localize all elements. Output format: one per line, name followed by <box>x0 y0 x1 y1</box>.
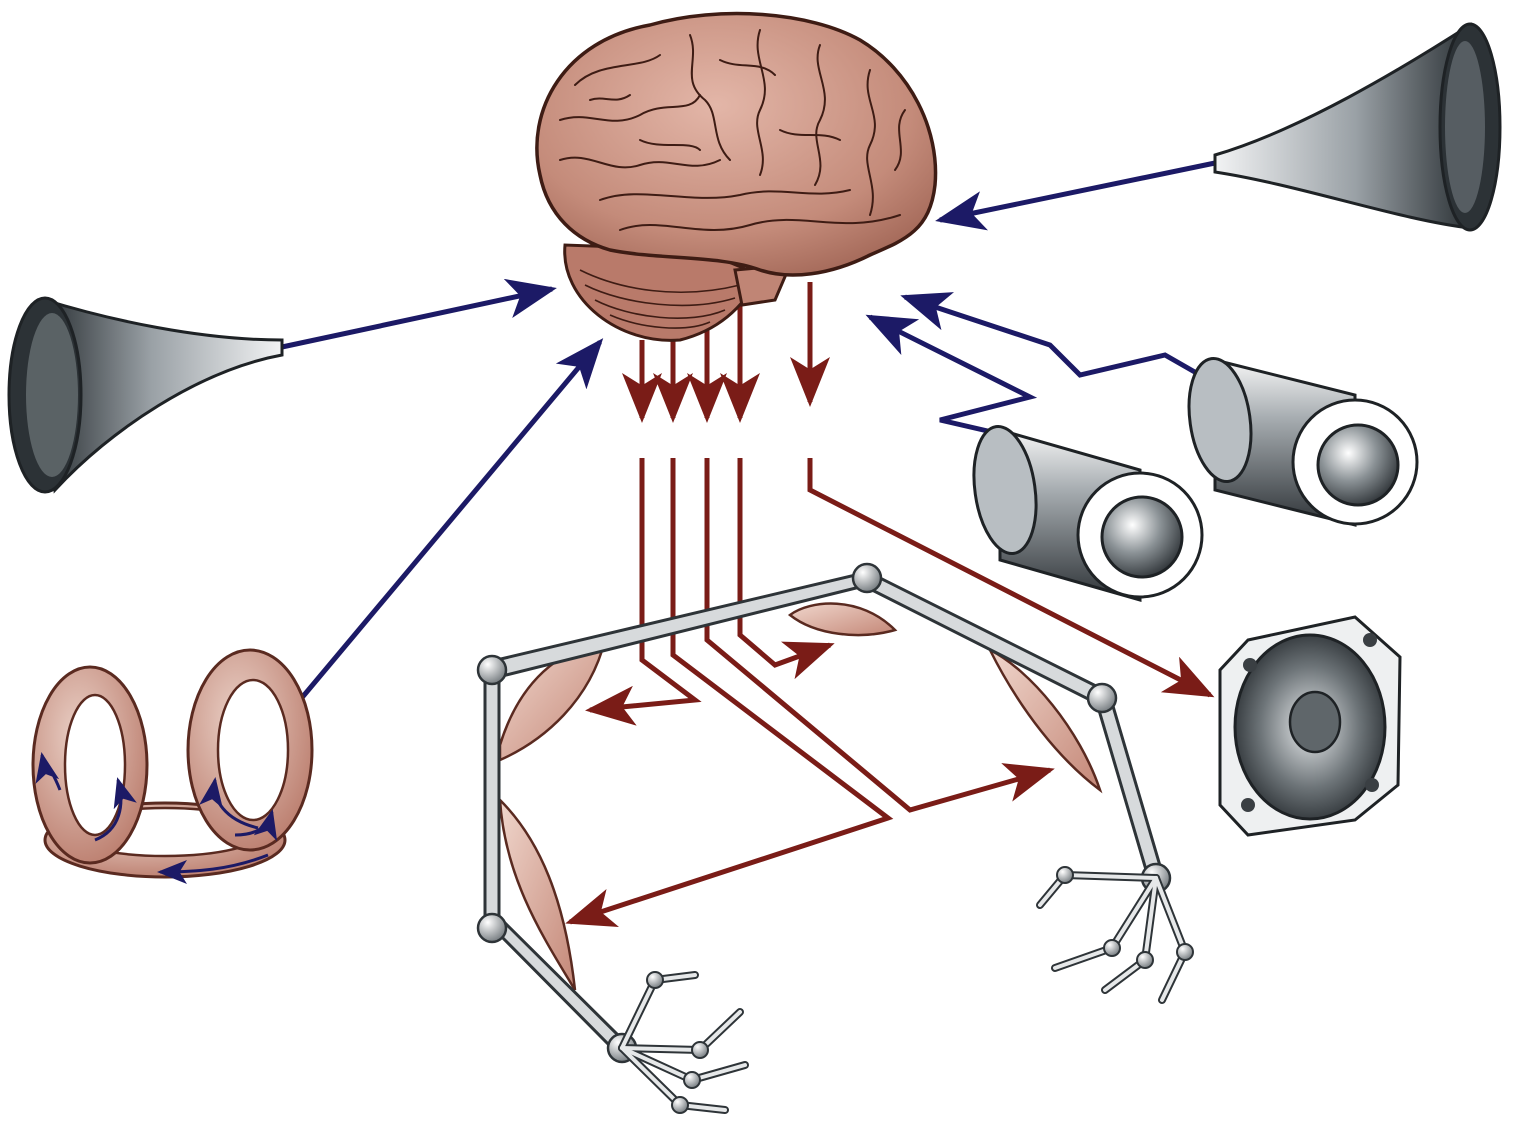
nerve-to-forearm-muscle <box>565 458 894 928</box>
muscle-right-upper <box>987 647 1103 794</box>
camera-right <box>1187 356 1419 527</box>
balance-signal-arrow <box>298 338 604 702</box>
left-hand-highlight <box>620 973 747 1112</box>
nerve-to-right-forearm-muscle <box>704 458 1055 813</box>
arm-skeleton <box>476 562 1194 1114</box>
joint-left-shoulder <box>476 654 508 686</box>
nerve-to-right-upper-muscle <box>737 458 835 680</box>
left-ear-signal-arrow <box>281 278 557 350</box>
camera-left <box>972 424 1204 602</box>
camera-left-signal-arrow <box>865 314 1038 438</box>
nerve-to-upper-arm-muscle <box>585 458 702 726</box>
loudspeaker <box>1218 615 1402 837</box>
left-ear-horn <box>7 296 284 494</box>
joint-top <box>851 562 883 594</box>
brain <box>535 11 938 342</box>
joint-right-elbow <box>1086 682 1118 714</box>
efferent-pathways <box>565 282 1215 928</box>
balance-rings <box>31 648 314 884</box>
afferent-pathways <box>281 160 1216 702</box>
joint-left-elbow <box>476 912 508 944</box>
right-ear-signal-arrow <box>935 160 1216 231</box>
nerve-to-speaker <box>807 458 1215 698</box>
muscle-left-lower <box>498 796 577 991</box>
camera-right-signal-arrow <box>900 292 1202 378</box>
muscle-top-right <box>787 602 898 637</box>
left-hand <box>618 971 749 1114</box>
right-ear-horn <box>1213 22 1502 232</box>
